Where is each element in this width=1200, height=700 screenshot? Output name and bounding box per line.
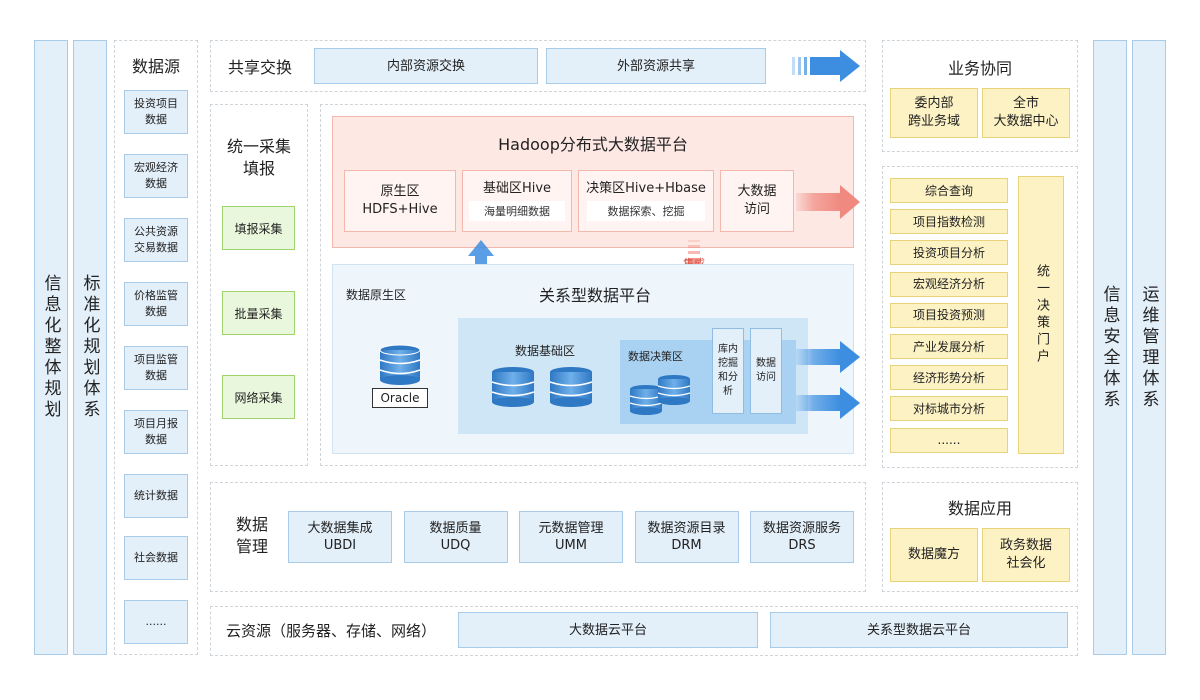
hadoop-base-sub: 海量明细数据 [469,201,565,221]
data-mgmt-item-name: 元数据管理 [538,521,604,536]
ops-label: 运维管理体系 [1138,284,1159,411]
data-mgmt-item-code: UMM [555,538,587,553]
hadoop-decision-label: 决策区Hive+Hbase [586,181,706,196]
portal-item: 项目指数检测 [890,209,1008,235]
collection-item-web: 网络采集 [222,375,295,419]
hadoop-raw-label: 原生区 HDFS+Hive [362,184,438,217]
oracle-db-icon [379,344,421,385]
hadoop-base-zone: 基础区Hive 海量明细数据 [462,170,572,232]
security-label: 信息安全体系 [1099,284,1120,411]
security-bar: 信息安全体系 [1093,40,1127,655]
hadoop-decision-sub: 数据探索、挖掘 [587,201,705,221]
data-source-item: 项目月报 数据 [124,410,188,454]
internal-exchange-box: 内部资源交换 [314,48,538,84]
sharing-panel [210,40,866,92]
business-item-internal: 委内部 跨业务域 [890,88,978,138]
sharing-title: 共享交换 [227,58,292,77]
standards-label: 标准化规划体系 [79,274,100,421]
planning-label: 信息化整体规划 [40,274,61,421]
collection-title: 统一采集 填报 [226,137,291,178]
data-source-item: 投资项目 数据 [124,90,188,134]
data-mgmt-item: 数据资源目录 DRM [634,511,739,563]
data-apps-item-social: 政务数据 社会化 [982,528,1070,582]
portal-item: 综合查询 [890,178,1008,203]
collection-item-fill: 填报采集 [222,206,295,250]
data-mgmt-item-name: 数据资源目录 [647,521,726,536]
standards-bar: 标准化规划体系 [73,40,107,655]
data-mgmt-item-name: 大数据集成 [307,521,373,536]
data-source-item: 社会数据 [124,536,188,580]
cloud-bigdata-box: 大数据云平台 [458,612,758,648]
data-mgmt-item: 数据资源服务 DRS [750,511,854,563]
portal-name-box: 统一决策门户 [1018,176,1064,454]
mining-box: 库内 挖掘 和分 析 [712,328,744,414]
external-sharing-box: 外部资源共享 [546,48,766,84]
business-title: 业务协同 [947,59,1012,78]
data-source-item: 宏观经济 数据 [124,154,188,198]
portal-name-label: 统一决策门户 [1034,264,1049,366]
data-source-item: 项目监管 数据 [124,346,188,390]
data-source-item: 价格监管 数据 [124,282,188,326]
relational-base-zone-label: 数据基础区 [514,344,575,358]
portal-item: 宏观经济分析 [890,271,1008,297]
data-mgmt-item-name: 数据质量 [429,521,482,536]
ops-bar: 运维管理体系 [1132,40,1166,655]
relational-title: 关系型数据平台 [538,286,651,305]
data-source-item: 公共资源 交易数据 [124,218,188,262]
cloud-title: 云资源（服务器、存储、网络） [226,622,437,640]
collection-item-batch: 批量采集 [222,291,295,335]
data-apps-title: 数据应用 [947,499,1012,518]
hadoop-decision-zone: 决策区Hive+Hbase 数据探索、挖掘 [578,170,714,232]
base-db-icon-1 [491,367,535,407]
cloud-relational-box: 关系型数据云平台 [770,612,1068,648]
relational-raw-zone-label: 数据原生区 [346,288,407,302]
relational-out-arrow-1 [796,341,860,373]
data-source-title: 数据源 [131,57,180,76]
hadoop-access-box: 大数据 访问 [720,170,794,232]
sharing-arrow [792,50,860,82]
hadoop-access-label: 大数据 访问 [737,184,777,217]
data-mgmt-item-name: 数据资源服务 [762,521,841,536]
portal-item: 产业发展分析 [890,334,1008,359]
portal-item: 投资项目分析 [890,240,1008,266]
portal-item: ...... [890,427,1008,453]
relational-access-box: 数据 访问 [750,328,782,414]
hadoop-out-arrow [796,185,860,219]
base-db-icon-2 [549,367,593,407]
decision-db-icon-2 [657,375,691,405]
relational-decision-zone-label: 数据决策区 [628,350,683,363]
data-mgmt-item: 数据质量 UDQ [403,511,508,563]
data-apps-item-cube: 数据魔方 [890,528,978,582]
planning-bar: 信息化整体规划 [34,40,68,655]
data-mgmt-item-code: UDQ [440,538,471,553]
data-mgmt-item: 元数据管理 UMM [519,511,623,563]
portal-item: 项目投资预测 [890,302,1008,328]
data-mgmt-item-code: DRS [788,538,816,553]
hadoop-title: Hadoop分布式大数据平台 [498,135,688,154]
oracle-label: Oracle [372,388,428,408]
data-source-item: 统计数据 [124,474,188,518]
relational-out-arrow-2 [796,387,860,419]
hadoop-raw-zone: 原生区 HDFS+Hive [344,170,456,232]
hadoop-base-label: 基础区Hive [482,181,552,196]
business-item-city: 全市 大数据中心 [982,88,1070,138]
data-mgmt-title: 数据 管理 [235,515,268,556]
data-mgmt-item-code: DRM [671,538,702,553]
portal-item: 经济形势分析 [890,365,1008,391]
data-source-item: ...... [124,600,188,644]
data-mgmt-item-code: UBDI [323,538,357,553]
portal-item: 对标城市分析 [890,396,1008,422]
data-mgmt-item: 大数据集成 UBDI [288,511,392,563]
